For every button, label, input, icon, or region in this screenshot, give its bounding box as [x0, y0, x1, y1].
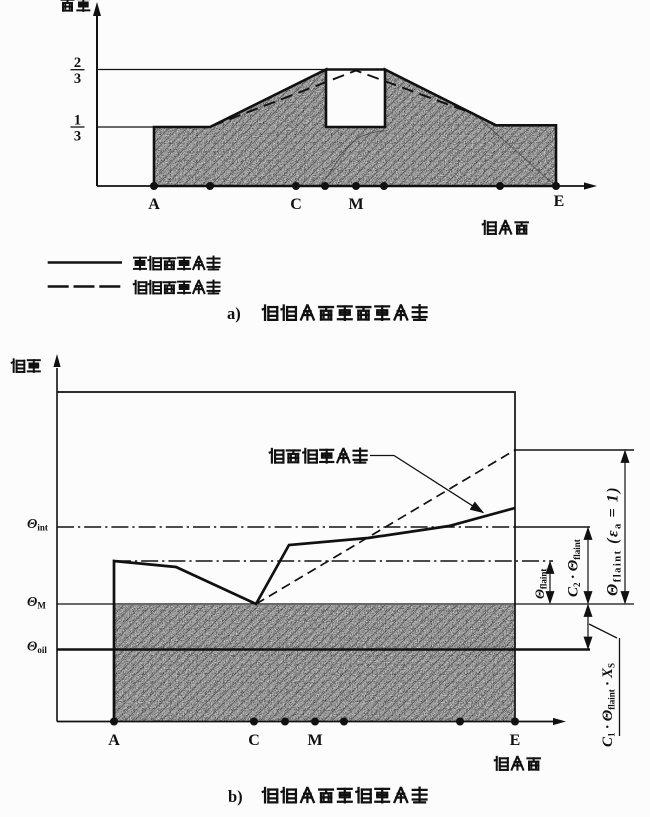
svg-text:M: M — [307, 732, 322, 749]
svg-text:M: M — [348, 196, 363, 213]
svg-text:A: A — [148, 196, 160, 213]
svg-text:E: E — [554, 193, 565, 210]
svg-text:C1 · Θflaint · XS: C1 · Θflaint · XS — [600, 663, 617, 747]
svg-text:C: C — [290, 196, 302, 213]
svg-text:1: 1 — [74, 113, 81, 129]
svg-text:a): a) — [227, 304, 241, 323]
svg-text:3: 3 — [74, 71, 81, 87]
svg-text:b): b) — [228, 787, 243, 806]
svg-text:3: 3 — [74, 129, 81, 145]
svg-text:2: 2 — [74, 55, 81, 71]
svg-text:C: C — [248, 732, 260, 749]
svg-text:A: A — [108, 732, 120, 749]
svg-text:E: E — [510, 732, 521, 749]
